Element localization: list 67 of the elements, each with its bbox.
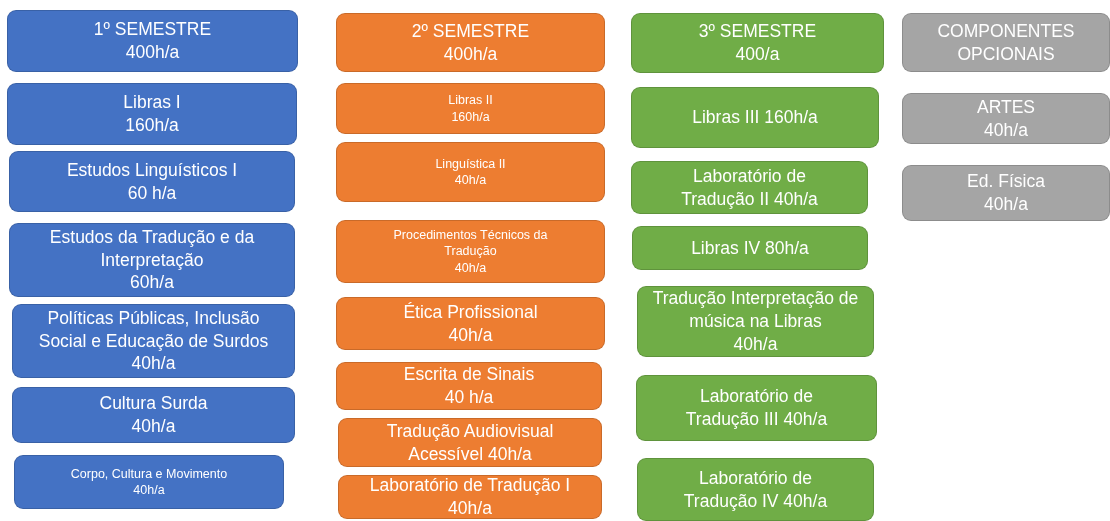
course-name: ARTES [977,95,1035,119]
course-hours: 160h/a [451,108,490,125]
semester-header-box [7,10,298,72]
course-box [637,458,874,521]
course-hours: 40h/a [133,482,165,499]
course-box [338,475,602,519]
course-name: Estudos da Tradução e da Interpretação [48,225,256,272]
course-name: Ed. Física [967,170,1045,193]
course-box [338,418,602,467]
course-box [336,83,605,134]
course-name: Libras III 160h/a [692,106,818,129]
course-name: Políticas Públicas, Inclusão Social e Educação de Surdos 40h/a [37,306,270,376]
course-name: Procedimentos Técnicos da Tradução [392,227,549,260]
course-box [12,387,295,443]
header-title: 3º SEMESTRE [698,20,817,43]
course-box [632,226,868,270]
semester-header-box [336,13,605,72]
header-title: COMPONENTES OPCIONAIS [936,19,1076,66]
course-hours: 40h/a [454,259,487,276]
course-box [336,220,605,283]
course-box [7,83,297,145]
course-name: Linguística II [435,155,506,172]
course-box [631,87,879,148]
course-name: Laboratório de Tradução IV 40h/a [682,466,829,513]
course-name: Tradução Interpretação de música na Libras [651,287,860,333]
course-name: Libras I [123,91,181,114]
course-hours: 400/a [735,43,780,66]
course-name: Tradução Audiovisual Acessível 40h/a [385,419,555,466]
course-box [637,286,874,357]
header-title: 1º SEMESTRE [93,18,212,41]
course-name: Libras II [448,92,493,109]
course-hours: 40h/a [448,323,493,347]
course-name: Laboratório de Tradução III 40h/a [684,385,829,431]
course-box [336,297,605,350]
course-hours: 60 h/a [127,181,177,205]
course-hours: 40 h/a [444,386,494,409]
course-hours: 160h/a [125,114,179,137]
header-title: 2º SEMESTRE [411,19,530,43]
course-name: Ética Profissional [403,300,538,324]
semester-header-box [902,13,1110,72]
course-box [9,223,295,297]
course-box [636,375,877,441]
course-name: Corpo, Cultura e Movimento [70,465,228,482]
semester-header-box [631,13,884,73]
course-box [902,165,1110,221]
course-name: Escrita de Sinais [403,363,535,386]
course-name: Laboratório de Tradução II 40h/a [680,164,819,211]
course-hours: 40h/a [984,193,1028,216]
course-box [336,362,602,410]
course-hours: 40h/a [448,497,492,520]
course-hours: 40h/a [454,172,487,189]
course-hours: 40h/a [733,332,778,356]
course-hours: 60h/a [130,271,174,295]
course-hours: 400h/a [443,42,498,66]
course-box [14,455,284,509]
course-name: Libras IV 80h/a [691,236,809,260]
course-hours: 40h/a [131,415,176,438]
course-box [902,93,1110,144]
course-name: Cultura Surda [99,392,208,415]
course-name: Laboratório de Tradução I [369,474,571,497]
course-box [631,161,868,214]
course-box [336,142,605,202]
course-box [12,304,295,378]
course-hours: 400h/a [125,41,180,64]
course-name: Estudos Linguísticos I [66,158,238,182]
course-box [9,151,295,212]
course-hours: 40h/a [984,118,1028,142]
